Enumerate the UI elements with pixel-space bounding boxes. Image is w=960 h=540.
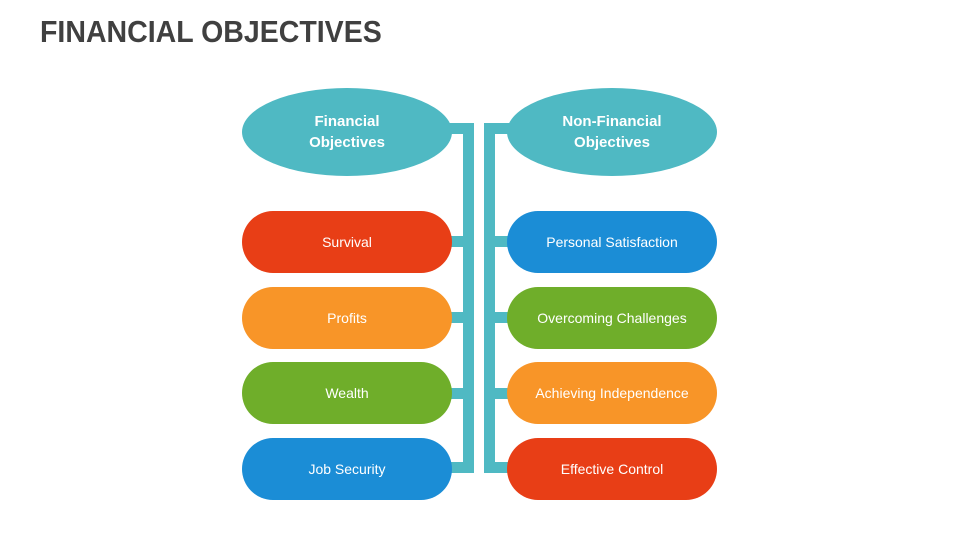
item-label: Survival (322, 234, 372, 250)
item-label: Effective Control (560, 461, 664, 477)
left-branch-3 (445, 388, 474, 399)
item-overcoming-challenges: Overcoming Challenges (507, 287, 717, 349)
item-label: Overcoming Challenges (537, 310, 687, 326)
item-job-security: Job Security (242, 438, 452, 500)
financial-objectives-header: Financial Objectives (242, 88, 452, 176)
right-branch-4 (484, 462, 514, 473)
left-branch-4 (445, 462, 474, 473)
header-line-1: Financial (314, 113, 380, 130)
item-label: Profits (327, 310, 367, 326)
right-branch-1 (484, 236, 514, 247)
right-branch-2 (484, 312, 514, 323)
left-top-connector (440, 123, 474, 134)
header-line-2: Objectives (309, 134, 385, 151)
item-label: Job Security (308, 461, 386, 477)
right-top-connector (484, 123, 520, 134)
left-branch-2 (445, 312, 474, 323)
non-financial-objectives-header: Non-Financial Objectives (507, 88, 717, 176)
item-wealth: Wealth (242, 362, 452, 424)
header-line-2: Objectives (574, 134, 650, 151)
page-title: FINANCIAL OBJECTIVES (40, 14, 382, 49)
item-label: Achieving Independence (535, 385, 689, 401)
item-profits: Profits (242, 287, 452, 349)
item-label: Wealth (325, 385, 369, 401)
item-personal-satisfaction: Personal Satisfaction (507, 211, 717, 273)
item-effective-control: Effective Control (507, 438, 717, 500)
left-branch-1 (445, 236, 474, 247)
right-vertical-bar (484, 123, 495, 473)
item-label: Personal Satisfaction (546, 234, 678, 250)
header-line-1: Non-Financial (562, 113, 662, 130)
right-branch-3 (484, 388, 514, 399)
item-survival: Survival (242, 211, 452, 273)
item-achieving-independence: Achieving Independence (507, 362, 717, 424)
left-vertical-bar (463, 123, 474, 473)
